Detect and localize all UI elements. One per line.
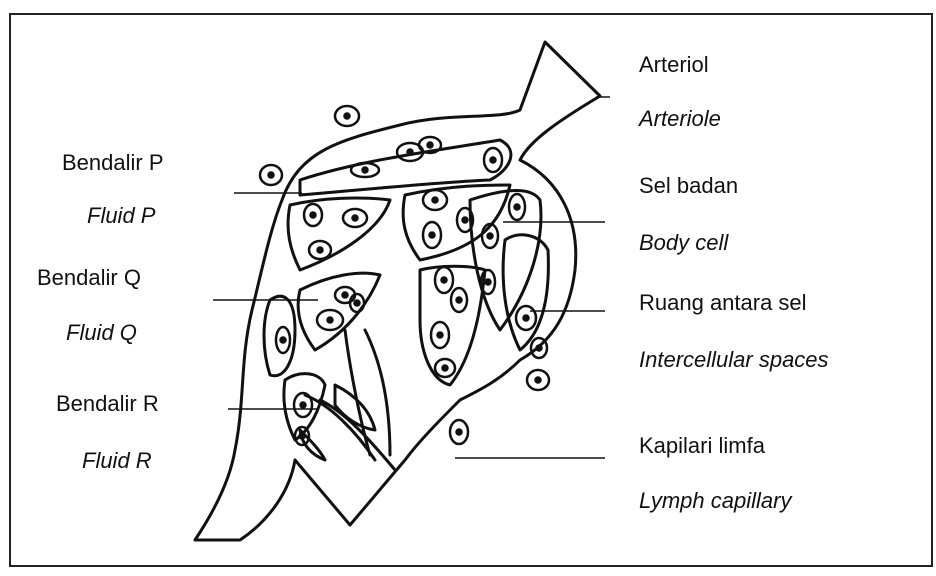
label-fluid-p-malay: Bendalir P	[62, 150, 164, 176]
label-lymph-capillary-english: Lymph capillary	[639, 488, 791, 514]
tissue-outline	[195, 42, 600, 540]
label-fluid-p-english: Fluid P	[87, 203, 155, 229]
label-lymph-capillary-malay: Kapilari limfa	[639, 433, 765, 459]
label-fluid-r-malay: Bendalir R	[56, 391, 159, 417]
label-intercellular-malay: Ruang antara sel	[639, 290, 807, 316]
label-body-cell-malay: Sel badan	[639, 173, 738, 199]
label-fluid-q-english: Fluid Q	[66, 320, 137, 346]
label-fluid-r-english: Fluid R	[82, 448, 152, 474]
label-arteriole-malay: Arteriol	[639, 52, 709, 78]
label-body-cell-english: Body cell	[639, 230, 728, 256]
label-arteriole-english: Arteriole	[639, 106, 721, 132]
label-intercellular-english: Intercellular spaces	[639, 347, 829, 373]
label-fluid-q-malay: Bendalir Q	[37, 265, 141, 291]
